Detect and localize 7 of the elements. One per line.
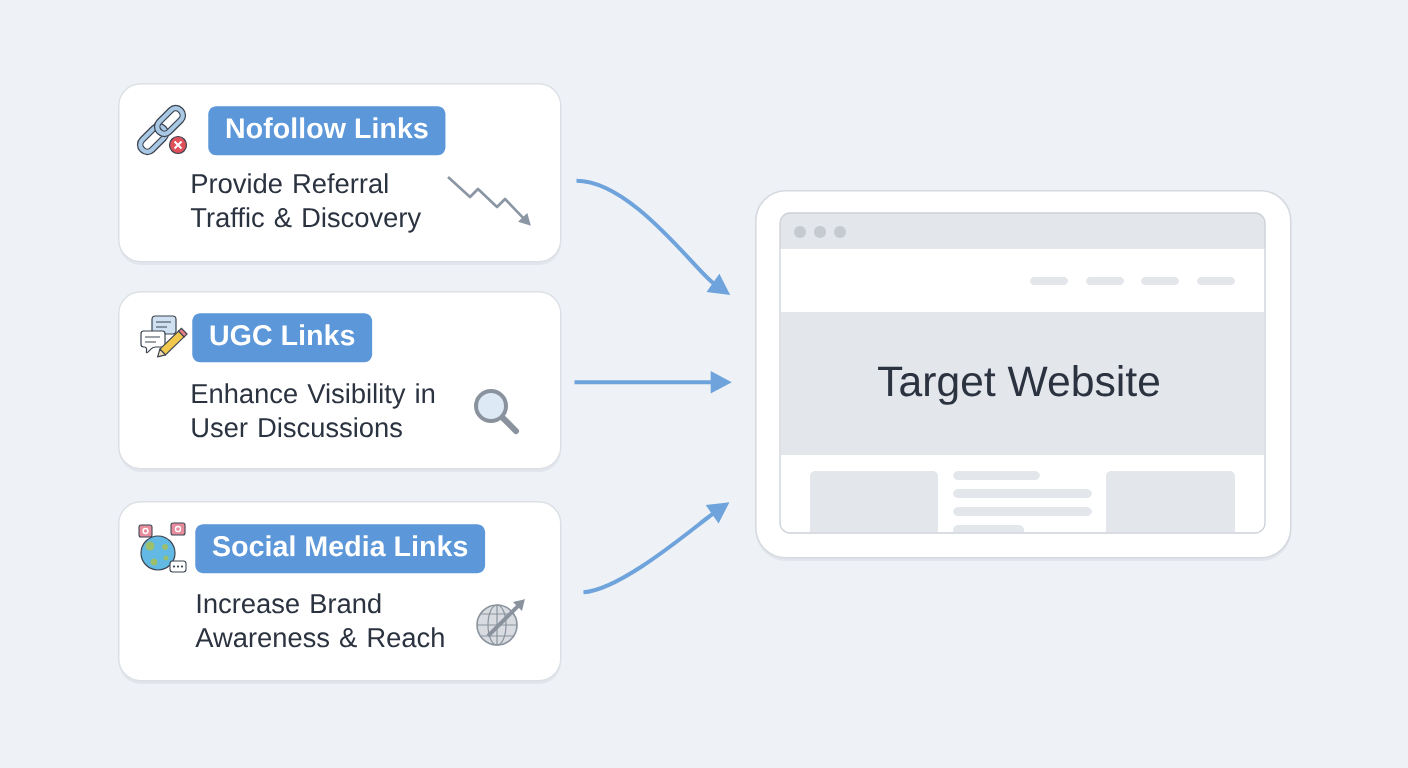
heading-badge: Nofollow Links xyxy=(208,106,446,156)
heading-badge: UGC Links xyxy=(192,313,373,363)
description: Increase Brand Awareness & Reach xyxy=(195,593,444,648)
description: Enhance Visibility in User Discussions xyxy=(192,383,435,438)
hero-banner: Target Website xyxy=(781,312,1264,455)
description: Provide Referral Traffic & Discovery xyxy=(190,173,422,233)
heading-badge: Social Media Links xyxy=(195,524,486,574)
